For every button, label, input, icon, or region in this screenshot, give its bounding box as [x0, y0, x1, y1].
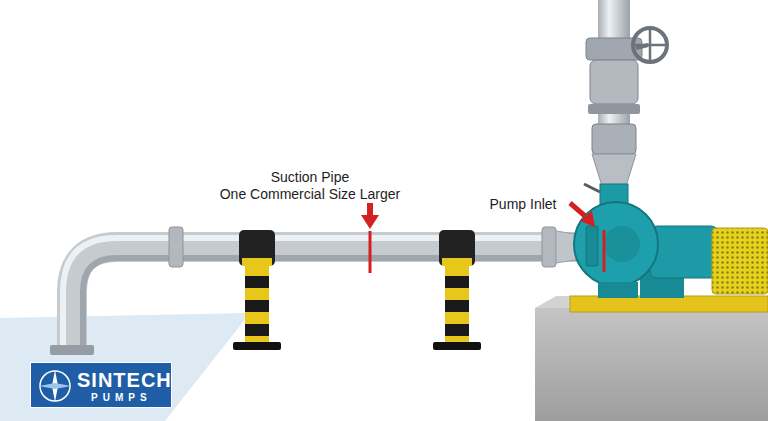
- pipe-flange: [169, 227, 183, 267]
- compass-ring: [40, 371, 70, 401]
- pipe-support: [433, 230, 481, 350]
- section-mark: [369, 231, 372, 273]
- pump-volute: [574, 202, 658, 286]
- support-stripe: [245, 324, 269, 336]
- compass-needle: [39, 383, 71, 389]
- water-surface: [0, 313, 250, 421]
- callout-arrow-shaft: [367, 203, 373, 216]
- support-base: [233, 342, 281, 350]
- pump-inlet-flange: [586, 226, 598, 266]
- callout-label: One Commercial Size Larger: [200, 186, 420, 203]
- callout-arrow-head: [361, 215, 379, 229]
- baseplate: [570, 296, 768, 312]
- suction-pipe: [72, 247, 592, 352]
- support-base: [433, 342, 481, 350]
- pipe-flange: [542, 227, 556, 267]
- pipe-highlight: [63, 238, 592, 352]
- pump-foot: [598, 282, 638, 298]
- concrete-foundation: [535, 308, 768, 421]
- callout-label: Pump Inlet: [468, 196, 578, 213]
- pipe-end-flange: [50, 345, 94, 355]
- section-mark: [603, 230, 606, 272]
- support-post: [445, 262, 469, 344]
- pipe-shadow: [83, 258, 592, 352]
- handwheel-spoke: [633, 44, 667, 47]
- gate-valve: [590, 60, 638, 104]
- support-stripe: [245, 276, 269, 288]
- support-stripe: [245, 300, 269, 312]
- support-stripe: [445, 324, 469, 336]
- valve-flange: [588, 104, 640, 114]
- clamp-saddle: [242, 258, 272, 266]
- compass-icon: [35, 366, 75, 406]
- coupling-guard: [712, 228, 768, 294]
- logo-text: SINTECH: [77, 369, 172, 392]
- callout-arrow-shaft: [570, 203, 585, 216]
- logo-text: PUMPS: [91, 392, 152, 403]
- check-valve: [592, 124, 636, 154]
- logo-badge: SINTECHPUMPS: [30, 362, 172, 408]
- callout-label: Suction Pipe: [200, 169, 420, 186]
- callout-arrow-head: [580, 211, 595, 227]
- pipe-clamp: [239, 230, 275, 266]
- motor: [650, 226, 718, 278]
- discharge-reducer: [592, 154, 636, 186]
- support-stripe: [445, 300, 469, 312]
- handwheel: [633, 28, 667, 62]
- clamp-saddle: [442, 258, 472, 266]
- support-post: [245, 262, 269, 344]
- volute-hub: [604, 226, 640, 262]
- pipe-clamp: [439, 230, 475, 266]
- priming-handle: [584, 184, 600, 192]
- support-stripe: [445, 276, 469, 288]
- pipe-support: [233, 230, 281, 350]
